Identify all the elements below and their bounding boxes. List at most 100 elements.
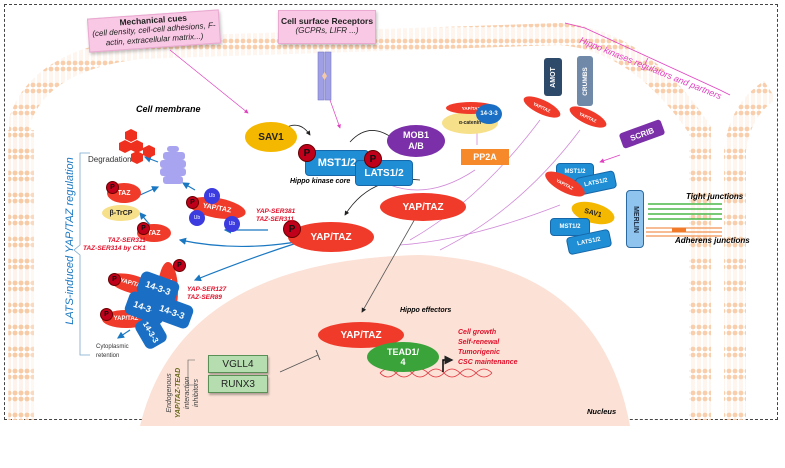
taz-low-label: TAZ	[147, 229, 161, 237]
phospho-taz-low: P	[137, 222, 150, 235]
outcomes-list: Cell growth Self-renewal Tumorigenic CSC…	[458, 328, 518, 368]
outcome-3: Tumorigenic	[458, 349, 500, 356]
lats-right-top-label: LATS1/2	[583, 177, 609, 189]
runx3-label: RUNX3	[221, 378, 255, 390]
receptor-icon	[317, 51, 332, 101]
ub-3: Ub	[224, 216, 240, 232]
yaptaz-ub-label: YAP/TAZ	[202, 202, 232, 214]
crumbs-label: CRUMBS	[581, 66, 589, 96]
tead-l1: TEAD1/	[386, 347, 419, 357]
taz-site-2: TAZ-SER314 by CK1	[83, 245, 146, 252]
inhibitors-l4: inhibitors	[193, 379, 200, 408]
yaptaz-right-label: YAP/TAZ	[555, 177, 575, 191]
sav1-right-label: SAV1	[583, 207, 603, 219]
sav1-label: SAV1	[258, 131, 284, 143]
hippo-effectors-label: Hippo effectors	[400, 307, 452, 314]
outcome-1: Cell growth	[458, 329, 497, 336]
receptors-box: Cell surface Receptors (GCPRs, LIFR ...)	[278, 10, 376, 44]
regulators-bracket	[564, 22, 731, 96]
lats-bracket	[73, 152, 90, 356]
yaptaz-1433-b-label: YAP/TAZ	[113, 316, 139, 322]
taz-top-label: TAZ	[117, 189, 131, 197]
phospho-taz-top: P	[106, 181, 119, 194]
tead-node: TEAD1/ 4	[367, 342, 439, 372]
vgll4-box: VGLL4	[208, 355, 268, 373]
tight-junctions-label: Tight junctions	[686, 192, 744, 201]
lats-label: LATS1/2	[364, 167, 404, 179]
alpha-catenin-label: α-catenin	[458, 120, 482, 126]
pp2a-node: PP2A	[461, 149, 509, 165]
yaptaz-amot-label: YAP/TAZ	[532, 100, 552, 114]
p1433-catenin: 14-3-3	[476, 104, 502, 124]
mst-label: MST1/2	[317, 157, 357, 169]
cell-membrane-top	[8, 22, 711, 420]
mst-right-bottom: MST1/2	[550, 218, 590, 236]
outcome-2: Self-renewal	[458, 339, 500, 346]
yaptaz-free-label: YAP/TAZ	[402, 201, 444, 213]
receptors-sub: (GCPRs, LIFR ...)	[295, 26, 359, 35]
amot-node: AMOT	[544, 58, 562, 96]
crumbs-node: CRUMBS	[577, 56, 593, 106]
yaptaz-phospho-node: YAP/TAZ	[288, 222, 374, 252]
lats-regulation-label: LATS-induced YAP/TAZ regulation	[64, 157, 76, 325]
inhibitors-l1: Endogenous	[166, 373, 173, 413]
yaptaz-label: YAP/TAZ	[310, 231, 352, 243]
mst-right-top-label: MST1/2	[564, 169, 586, 175]
yap381-site-1: YAP-SER381	[256, 208, 296, 215]
p1433-d-label: 14-3-3	[141, 319, 161, 345]
ub-2: Ub	[189, 210, 205, 226]
tight-junctions	[648, 203, 722, 220]
proteasome-icon	[160, 146, 186, 184]
mob1-node: MOB1 A/B	[387, 125, 445, 157]
receptors-title: Cell surface Receptors	[280, 16, 374, 26]
merlin-label: MERLIN	[631, 205, 639, 233]
lats-right-bottom-label: LATS1/2	[576, 236, 602, 248]
ub-1: Ub	[204, 188, 220, 204]
inhibitors-l3: interaction	[184, 376, 191, 410]
yaptaz-nuclear-label: YAP/TAZ	[340, 329, 382, 341]
degradation-label: Degradation	[88, 155, 132, 164]
inhibitors-label: Endogenous YAP/TAZ-TEAD interaction inhi…	[165, 318, 201, 468]
yap127-site-1: YAP-SER127	[187, 286, 227, 293]
taz-sites: TAZ-SER311 TAZ-SER314 by CK1	[83, 237, 146, 253]
tead-l2: 4	[400, 357, 406, 367]
pp2a-label: PP2A	[473, 152, 497, 162]
phospho-yaptaz: P	[283, 220, 301, 238]
yap381-site-2: TAZ-SER311	[256, 216, 295, 223]
phospho-1433-c: P	[173, 259, 186, 272]
outcome-4: CSC maintenance	[458, 359, 518, 366]
btrcp-label: β-TrCP	[109, 209, 133, 217]
hippo-core-label: Hippo kinase core	[290, 178, 351, 185]
yap381-sites: YAP-SER381 TAZ-SER311	[256, 208, 295, 224]
adherens-junctions	[646, 227, 722, 237]
runx3-box: RUNX3	[208, 375, 268, 393]
transcription-arrow	[442, 355, 454, 372]
mst-right-bottom-label: MST1/2	[559, 224, 581, 230]
sav1-node: SAV1	[245, 122, 297, 152]
p1433-c-label: 14-3-3	[158, 302, 186, 322]
inhibitors-l2: YAP/TAZ-TEAD	[175, 367, 182, 419]
cell-membrane-label: Cell membrane	[136, 104, 201, 114]
adherens-junctions-label: Adherens junctions	[675, 236, 750, 245]
nucleus-label: Nucleus	[587, 407, 617, 416]
p1433-catenin-label: 14-3-3	[480, 111, 498, 117]
phospho-mst: P	[298, 144, 316, 162]
cell-membrane-right	[724, 80, 777, 420]
cytoplasmic-retention-label: Cytoplasmic retention	[96, 344, 129, 359]
phospho-yaptaz-ub: P	[186, 196, 199, 209]
yaptaz-catenin-label: YAP/TAZ	[461, 105, 481, 111]
yap127-sites: YAP-SER127 TAZ-SER89	[187, 286, 226, 302]
phospho-lats: P	[364, 150, 382, 168]
lats-node: LATS1/2	[355, 160, 413, 186]
btrcp-node: β-TrCP	[102, 205, 140, 221]
yaptaz-free-node: YAP/TAZ	[380, 193, 466, 221]
p1433-a-label: 14-3-3	[144, 278, 172, 298]
mob1-l2: A/B	[408, 141, 424, 151]
yaptaz-crumbs-label: YAP/TAZ	[578, 110, 598, 124]
taz-site-1: TAZ-SER311	[107, 237, 146, 244]
left-membrane-band	[8, 130, 34, 420]
phospho-1433-a: P	[108, 273, 121, 286]
merlin-node: MERLIN	[626, 190, 644, 248]
mob1-l1: MOB1	[402, 130, 429, 140]
amot-label: AMOT	[549, 66, 557, 88]
